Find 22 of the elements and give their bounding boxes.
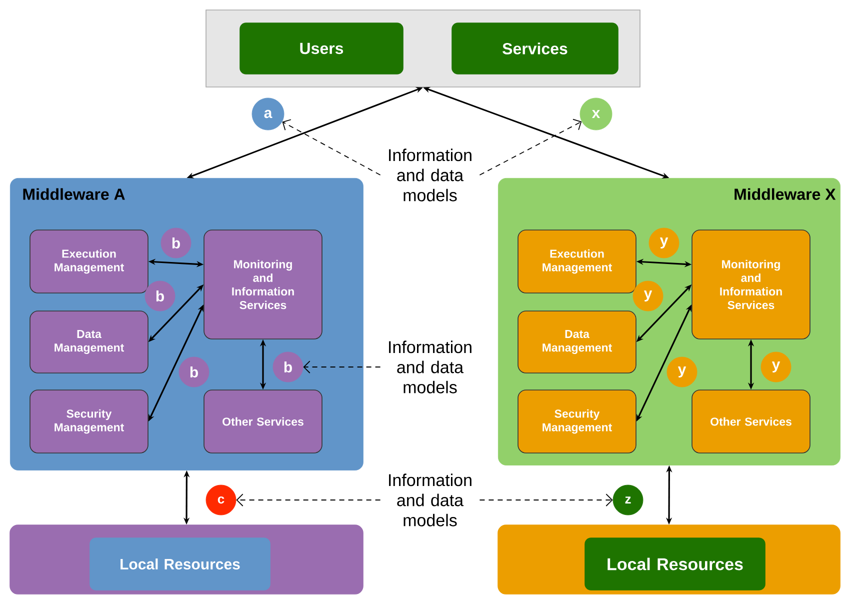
component-box: Execution Management [518, 230, 636, 294]
annotation-text: Information and data models [389, 340, 472, 394]
dashed-arrow [303, 360, 381, 374]
component-box: Data Management [30, 310, 148, 374]
dashed-arrow [282, 119, 381, 176]
component-box: Data Management [518, 310, 636, 374]
component-box: Security Management [30, 390, 148, 454]
component-box: Other Services [692, 390, 810, 454]
dashed-arrow [479, 118, 582, 176]
component-box: Security Management [518, 390, 636, 454]
component-box: Other Services [204, 390, 322, 454]
dashed-arrow [236, 494, 381, 506]
actor-box: Users [240, 22, 404, 74]
resource-box: Local Resources [584, 538, 766, 590]
component-box: Execution Management [30, 230, 148, 294]
component-box: Monitoring and Information Services [692, 230, 810, 340]
actor-box: Services [452, 22, 618, 74]
annotation-text: Information and data models [389, 474, 472, 526]
dashed-arrow [479, 494, 613, 506]
component-box: Monitoring and Information Services [204, 230, 322, 340]
resource-box: Local Resources [90, 538, 270, 590]
annotation-text: Information and data models [389, 148, 472, 202]
